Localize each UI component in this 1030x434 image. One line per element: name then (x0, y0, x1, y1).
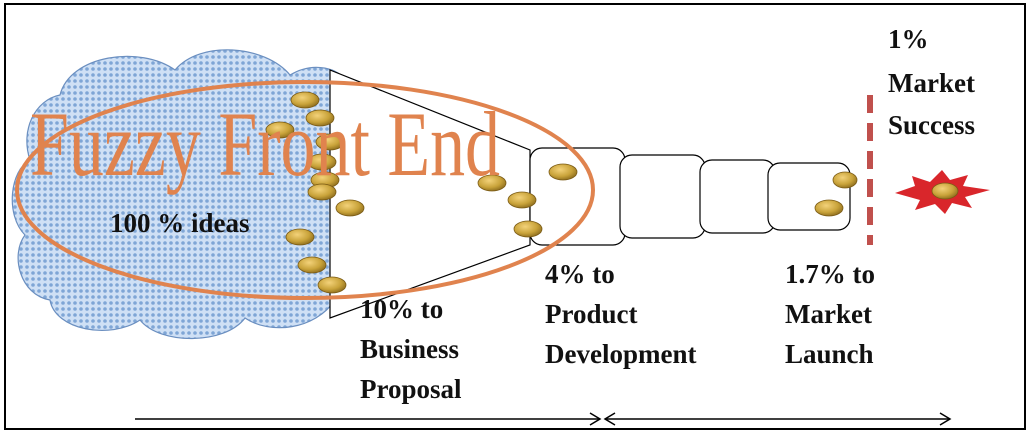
coin-icon (290, 91, 320, 109)
label-success-line3: Success (888, 110, 975, 140)
coin-icon (832, 171, 858, 189)
coin-icon (305, 109, 335, 127)
label-launch-line1: 1.7% to (785, 259, 875, 289)
coin-icon (548, 163, 578, 181)
coin-icon (931, 182, 959, 200)
ideas-cloud (11, 49, 346, 340)
label-success-line2: Market (888, 68, 975, 98)
label-launch-line3: Launch (785, 339, 874, 369)
tube-development (619, 154, 706, 239)
coin-icon (335, 199, 365, 217)
label-product-line2: Product (545, 299, 638, 329)
label-product-line1: 4% to (545, 259, 615, 289)
label-business-line1: 10% to (360, 294, 443, 324)
coin-icon (315, 133, 345, 151)
label-success-line1: 1% (888, 24, 929, 54)
coins (265, 91, 959, 294)
label-product-line3: Development (545, 339, 696, 369)
tube-market (767, 162, 851, 231)
fuzzy-front-end-ellipse (15, 80, 595, 300)
fuzzy-front-end-title: Fuzzy Front End (30, 93, 500, 195)
label-launch-line2: Market (785, 299, 872, 329)
coin-icon (307, 183, 337, 201)
timeline-arrow-left (135, 412, 602, 426)
tube-product (529, 147, 626, 246)
coin-icon (507, 191, 537, 209)
funnel-entrance (329, 69, 531, 319)
coin-icon (265, 121, 295, 139)
coin-icon (317, 276, 347, 294)
label-ideas: 100 % ideas (110, 208, 250, 238)
coin-icon (307, 153, 337, 171)
timeline-arrow-right (603, 412, 952, 426)
label-business-line3: Proposal (360, 374, 462, 404)
coin-icon (513, 220, 543, 238)
tube-launch (699, 159, 776, 234)
label-business-line2: Business (360, 334, 459, 364)
diagram-frame (4, 3, 1026, 430)
coin-icon (814, 199, 844, 217)
coin-icon (297, 256, 327, 274)
coin-icon (285, 228, 315, 246)
coin-icon (477, 174, 507, 192)
